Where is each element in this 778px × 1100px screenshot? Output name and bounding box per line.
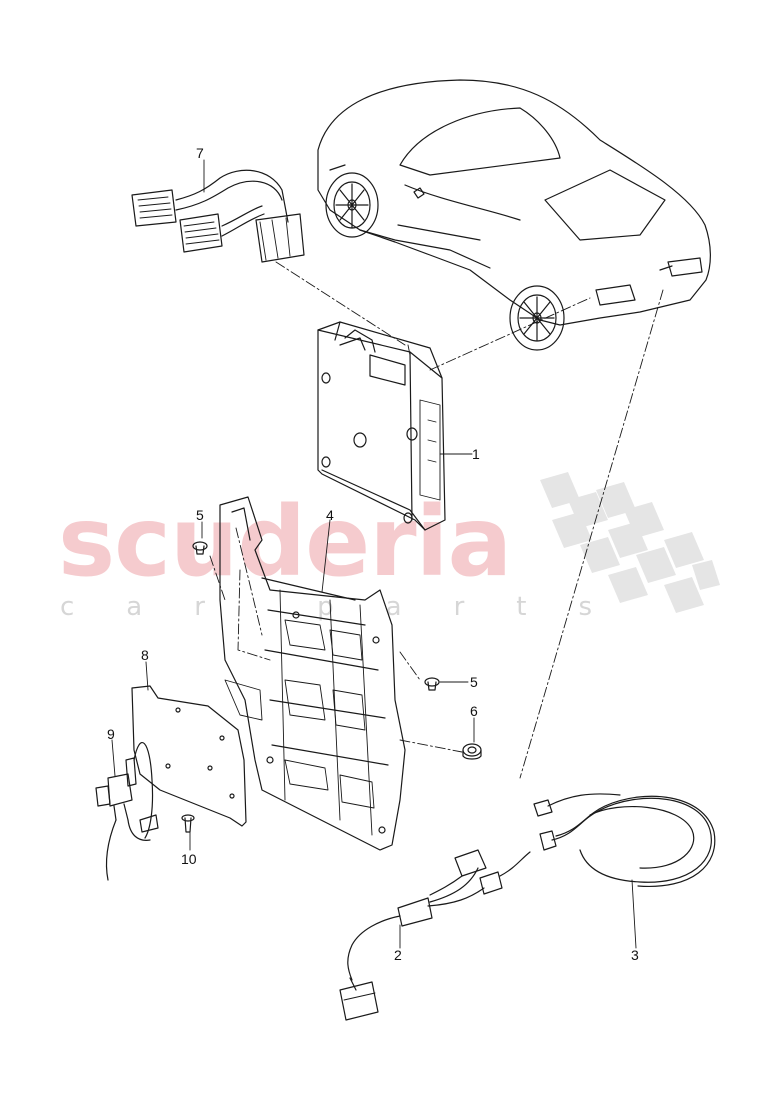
part-5-screw-upper bbox=[192, 541, 208, 555]
callout-8: 8 bbox=[141, 647, 149, 663]
part-8-plate bbox=[131, 685, 247, 827]
part-9-connector bbox=[95, 741, 159, 881]
callout-1: 1 bbox=[472, 446, 480, 462]
callout-6: 6 bbox=[470, 703, 478, 719]
callout-2: 2 bbox=[394, 947, 402, 963]
part-4-bracket bbox=[219, 496, 406, 851]
car-illustration bbox=[317, 79, 711, 351]
part-2-adapter-cable bbox=[339, 849, 531, 1021]
callout-5-right: 5 bbox=[470, 674, 478, 690]
callout-leaders bbox=[111, 159, 637, 949]
part-7-harness bbox=[131, 169, 305, 263]
part-3-antenna-cable bbox=[533, 793, 716, 888]
part-10-screw bbox=[181, 814, 195, 833]
callout-7: 7 bbox=[196, 145, 204, 161]
callout-3: 3 bbox=[631, 947, 639, 963]
part-1-control-unit bbox=[317, 321, 446, 531]
callout-9: 9 bbox=[107, 726, 115, 742]
assembly-lines bbox=[209, 261, 664, 779]
callout-10: 10 bbox=[181, 851, 197, 867]
part-5-screw-right bbox=[424, 677, 440, 691]
callout-5-upper: 5 bbox=[196, 507, 204, 523]
part-6-nut bbox=[462, 743, 482, 760]
watermark-flag bbox=[540, 472, 720, 613]
callout-4: 4 bbox=[326, 507, 334, 523]
